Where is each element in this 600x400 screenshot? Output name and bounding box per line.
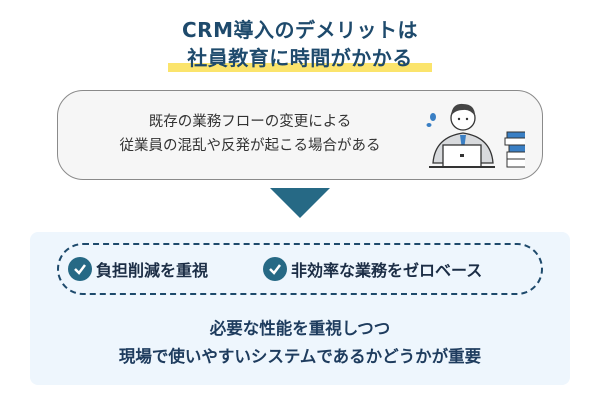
title-line-2: 社員教育に時間がかかる <box>187 46 413 70</box>
worried-worker-illustration-icon <box>426 103 525 168</box>
problem-line-2: 従業員の混乱や反発が起こる場合がある <box>119 138 381 154</box>
title-line-1: CRM導入のデメリットは <box>182 18 418 42</box>
check-circle-icon <box>68 257 92 281</box>
check-item: 非効率な業務をゼロベース <box>263 257 482 281</box>
title-highlight <box>168 63 432 72</box>
checks-dashed-pill <box>57 243 543 295</box>
check-item: 負担削減を重視 <box>68 257 208 281</box>
check-label: 負担削減を重視 <box>96 261 209 280</box>
solution-line-2: 現場で使いやすいシステムであるかどうかが重要 <box>118 347 482 366</box>
check-circle-icon <box>263 257 287 281</box>
solution-line-1: 必要な性能を重視しつつ <box>209 319 391 338</box>
down-arrow-icon <box>270 188 330 218</box>
problem-line-1: 既存の業務フローの変更による <box>148 114 352 130</box>
check-label: 非効率な業務をゼロベース <box>291 261 483 280</box>
solution-panel <box>30 232 570 385</box>
